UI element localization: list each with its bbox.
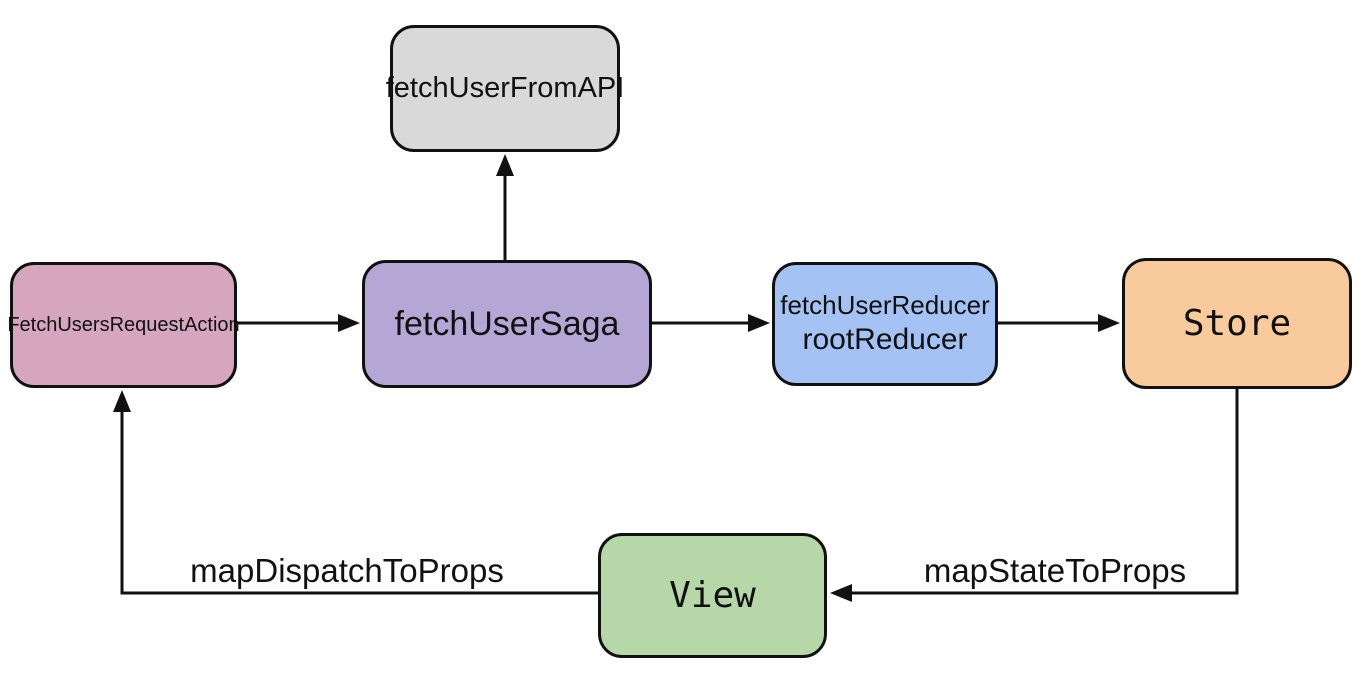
node-fetch-user-from-api: fetchUserFromAPI [386, 25, 624, 152]
edge-view-to-action [113, 390, 598, 595]
edge-saga-to-api [496, 154, 514, 260]
edge-label-map-state-to-props: mapStateToProps [923, 552, 1187, 589]
edge-store-to-view [830, 388, 1239, 602]
node-reducer: fetchUserReducer rootReducer [772, 262, 998, 386]
node-fetch-users-request-action: FetchUsersRequestAction [7, 262, 240, 388]
edge-action-to-saga [237, 314, 360, 332]
node-fetch-users-request-action-label: FetchUsersRequestAction [7, 313, 240, 336]
node-reducer-label-line1: fetchUserReducer [780, 290, 990, 321]
edge-label-map-dispatch-to-props: mapDispatchToProps [190, 552, 504, 589]
node-store: Store [1122, 258, 1352, 389]
edge-saga-to-reducer [652, 314, 770, 332]
node-view-label: View [669, 575, 756, 616]
node-fetch-user-saga-label: fetchUserSaga [394, 304, 620, 343]
node-fetch-user-from-api-label: fetchUserFromAPI [385, 72, 625, 104]
edge-reducer-to-store [998, 314, 1120, 332]
node-reducer-label-line2: rootReducer [802, 322, 968, 356]
node-fetch-user-saga: fetchUserSaga [362, 260, 652, 388]
node-store-label: Store [1182, 303, 1292, 344]
node-view: View [598, 533, 827, 658]
